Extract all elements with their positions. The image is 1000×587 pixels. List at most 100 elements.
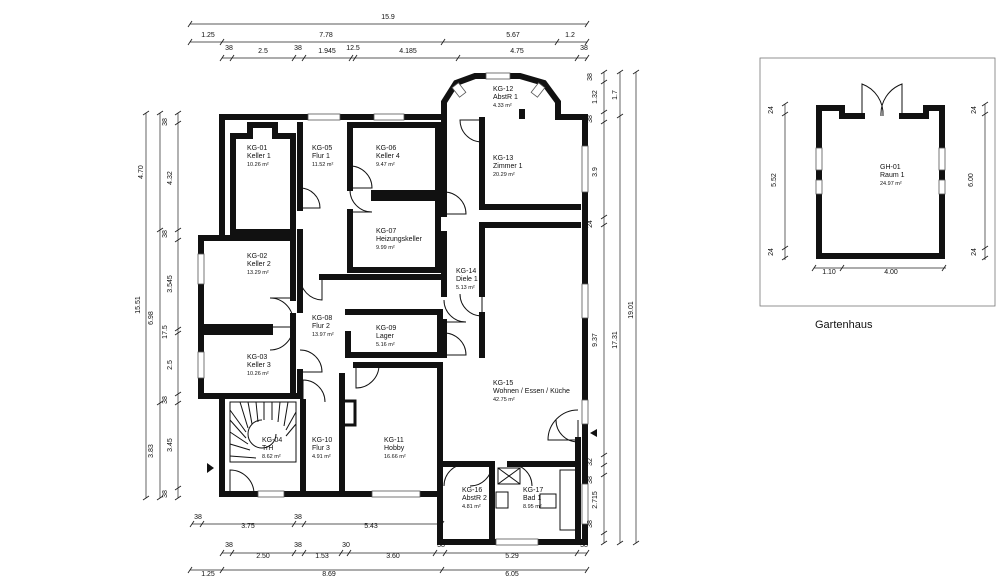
room-id: GH-01 <box>880 164 901 171</box>
dimension-label: 8.69 <box>322 571 336 578</box>
gartenhaus-dimension-label: 5.52 <box>771 173 778 187</box>
room-name: AbstR 1 <box>493 94 518 101</box>
dimension-lines-top <box>187 20 590 62</box>
dimension-label: 6.98 <box>148 311 155 325</box>
dimension-label: 2.715 <box>592 491 599 509</box>
dimension-lines-left <box>142 110 182 501</box>
dimension-label: 1.32 <box>592 90 599 104</box>
dimension-label: 1.25 <box>201 571 215 578</box>
dimension-label: 2.50 <box>256 553 270 560</box>
room-id: KG-01 <box>247 145 267 152</box>
room-area: 10.26 m² <box>247 371 269 377</box>
dimension-label: 1.945 <box>318 48 336 55</box>
dimension-label: 17.5 <box>162 325 169 339</box>
dimension-label: 4.185 <box>399 48 417 55</box>
dimension-label: 5.29 <box>505 553 519 560</box>
gartenhaus-dimension-label: 24 <box>971 106 978 114</box>
room-id: KG-12 <box>493 86 513 93</box>
room-name: Flur 2 <box>312 323 330 330</box>
dimension-label: 38 <box>225 542 233 549</box>
room-area: 13.29 m² <box>247 270 269 276</box>
room-area: 5.16 m² <box>376 342 395 348</box>
dimension-label: 1.25 <box>201 32 215 39</box>
dimension-label: 4.70 <box>138 165 145 179</box>
room-area: 13.97 m² <box>312 332 334 338</box>
dimension-label: 3.545 <box>167 275 174 293</box>
room-id: KG-09 <box>376 325 396 332</box>
dimension-label: 24 <box>587 220 594 228</box>
dimension-label: 4.75 <box>510 48 524 55</box>
dimension-label: 38 <box>294 542 302 549</box>
room-id: KG-06 <box>376 145 396 152</box>
room-area: 4.91 m² <box>312 454 331 460</box>
room-name: Keller 3 <box>247 362 271 369</box>
room-area: 24.97 m² <box>880 181 902 187</box>
dimension-label: 38 <box>225 45 233 52</box>
dimension-lines-right <box>600 69 640 546</box>
room-name: Zimmer 1 <box>493 163 523 170</box>
building-walls <box>198 73 588 545</box>
gartenhaus-dimension-label: 1.10 <box>822 269 836 276</box>
room-name: Flur 3 <box>312 445 330 452</box>
room-area: 16.66 m² <box>384 454 406 460</box>
room-name: Raum 1 <box>880 172 905 179</box>
dimension-label: 38 <box>162 396 169 404</box>
staircase <box>229 401 297 463</box>
dimension-label: 30 <box>342 542 350 549</box>
entrance-arrows <box>207 429 597 473</box>
dimension-label: 1.2 <box>565 32 575 39</box>
dimension-label: 9.37 <box>592 333 599 347</box>
dimension-label: 38 <box>587 476 594 484</box>
room-area: 4.81 m² <box>462 504 481 510</box>
dimension-label: 38 <box>162 490 169 498</box>
room-name: Keller 4 <box>376 153 400 160</box>
gartenhaus-dimension-label: 24 <box>971 248 978 256</box>
room-name: Keller 1 <box>247 153 271 160</box>
room-id: KG-03 <box>247 354 267 361</box>
dimension-label: 38 <box>580 45 588 52</box>
room-id: KG-07 <box>376 228 396 235</box>
gartenhaus-dimension-label: 24 <box>768 106 775 114</box>
room-id: KG-02 <box>247 253 267 260</box>
room-id: KG-04 <box>262 437 282 444</box>
entrance-arrow-east <box>590 429 597 437</box>
room-id: KG-14 <box>456 268 476 275</box>
room-id: KG-08 <box>312 315 332 322</box>
dimension-label: 15.51 <box>135 296 142 314</box>
room-area: 9.99 m² <box>376 245 395 251</box>
dimension-label: 2.5 <box>258 48 268 55</box>
dimension-label: 38 <box>587 115 594 123</box>
room-area: 8.62 m² <box>262 454 281 460</box>
dimension-label: 3.45 <box>167 438 174 452</box>
windows <box>197 72 589 546</box>
room-name: Keller 2 <box>247 261 271 268</box>
dimension-label: 38 <box>587 520 594 528</box>
room-name: Hobby <box>384 445 405 452</box>
dimension-label: 12.5 <box>346 45 360 52</box>
dimension-label: 1.53 <box>315 553 329 560</box>
dimension-label: 5.43 <box>364 523 378 530</box>
dimension-label: 38 <box>294 514 302 521</box>
dimension-label: 3.60 <box>386 553 400 560</box>
dimension-label: 38 <box>587 73 594 81</box>
gartenhaus-dimension-label: 6.00 <box>968 173 975 187</box>
room-name: Flur 1 <box>312 153 330 160</box>
room-name: AbstR 2 <box>462 495 487 502</box>
room-area: 4.33 m² <box>493 103 512 109</box>
bathroom-fixtures <box>495 467 577 531</box>
room-id: KG-10 <box>312 437 332 444</box>
